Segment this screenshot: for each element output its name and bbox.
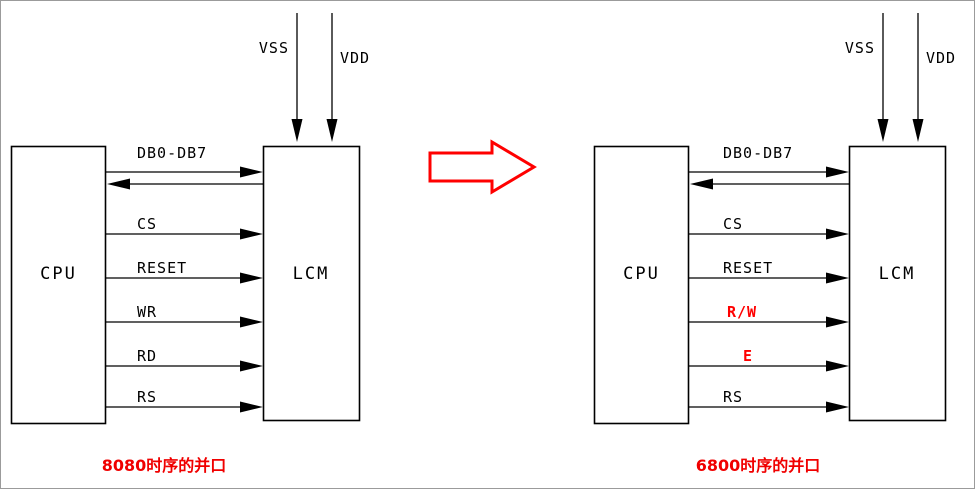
vdd-label: VDD <box>340 49 370 67</box>
signal-label-rw: R/W <box>727 303 757 321</box>
left-diagram: CPU LCM VSS VDD DB0-DB7 CS RESET <box>10 13 370 475</box>
signal-label-e: E <box>743 347 753 365</box>
right-caption: 6800时序的并口 <box>696 456 821 475</box>
cpu-box <box>10 145 107 425</box>
right-block-arrow-icon <box>428 139 537 195</box>
vss-arrowhead-icon <box>877 119 889 142</box>
lcm-box <box>262 145 361 422</box>
signal-label-rs: RS <box>137 388 157 406</box>
signal-label-cs: CS <box>723 215 743 233</box>
lcm-box <box>848 145 947 422</box>
db-bus-right-arrowhead-icon <box>240 166 263 178</box>
right-diagram: CPU LCM VSS VDD DB0-DB7 CS RESET <box>593 13 956 475</box>
e-arrowhead-icon <box>826 360 849 372</box>
signal-label-db0-db7: DB0-DB7 <box>723 144 793 162</box>
vdd-label: VDD <box>926 49 956 67</box>
db-bus-right-arrowhead-icon <box>826 166 849 178</box>
vdd-arrowhead-icon <box>326 119 338 142</box>
signal-label-wr: WR <box>137 303 157 321</box>
cpu-label: CPU <box>40 264 77 284</box>
reset-arrowhead-icon <box>826 272 849 284</box>
reset-arrowhead-icon <box>240 272 263 284</box>
vss-arrowhead-icon <box>291 119 303 142</box>
signal-label-reset: RESET <box>137 259 187 277</box>
signal-label-reset: RESET <box>723 259 773 277</box>
cs-arrowhead-icon <box>240 228 263 240</box>
signal-label-rd: RD <box>137 347 157 365</box>
cs-arrowhead-icon <box>826 228 849 240</box>
db-bus-left-arrowhead-icon <box>690 178 713 190</box>
transition-arrow <box>428 139 537 195</box>
lcm-label: LCM <box>293 264 330 284</box>
cpu-label: CPU <box>623 264 660 284</box>
vss-label: VSS <box>259 39 289 57</box>
db-bus-left-arrowhead-icon <box>107 178 130 190</box>
wr-arrowhead-icon <box>240 316 263 328</box>
vss-label: VSS <box>845 39 875 57</box>
rs-arrowhead-icon <box>240 401 263 413</box>
vdd-arrowhead-icon <box>912 119 924 142</box>
signal-label-db0-db7: DB0-DB7 <box>137 144 207 162</box>
rs-arrowhead-icon <box>826 401 849 413</box>
left-caption: 8080时序的并口 <box>102 456 227 475</box>
cpu-box <box>593 145 690 425</box>
signal-label-cs: CS <box>137 215 157 233</box>
rw-arrowhead-icon <box>826 316 849 328</box>
signal-label-rs: RS <box>723 388 743 406</box>
lcm-label: LCM <box>879 264 916 284</box>
rd-arrowhead-icon <box>240 360 263 372</box>
